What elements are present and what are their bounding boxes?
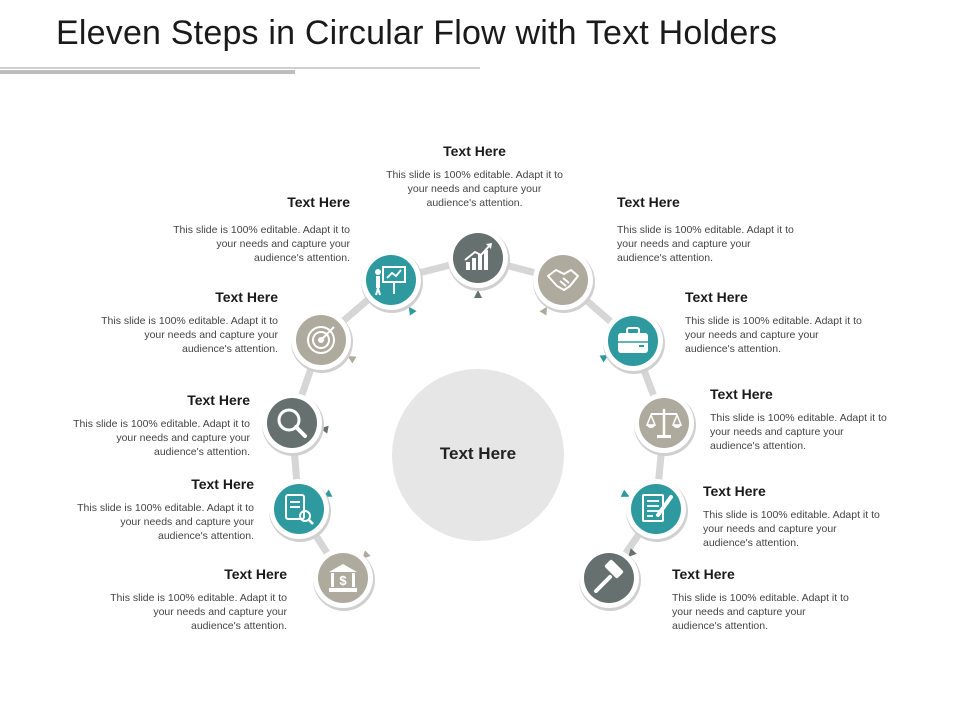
step-6-heading: Text Here bbox=[443, 143, 506, 159]
flow-arrow bbox=[474, 290, 482, 298]
flow-arrow bbox=[599, 355, 609, 363]
center-hub-label: Text Here bbox=[439, 444, 517, 463]
flow-arrow bbox=[539, 306, 548, 316]
step-1-node: $ bbox=[313, 548, 375, 611]
step-6-description: This slide is 100% editable. Adapt it to… bbox=[386, 169, 563, 209]
flow-arrow bbox=[408, 306, 417, 316]
handshake-icon bbox=[547, 269, 579, 291]
bank-icon: $ bbox=[329, 564, 357, 592]
step-2-text: Text Here This slide is 100% editable. A… bbox=[69, 476, 254, 543]
step-8-node bbox=[603, 311, 665, 374]
step-7-node bbox=[533, 250, 595, 313]
step-1-heading: Text Here bbox=[224, 566, 287, 582]
step-3-text: Text Here This slide is 100% editable. A… bbox=[65, 392, 250, 459]
step-3-node bbox=[262, 393, 324, 456]
step-11-heading: Text Here bbox=[672, 566, 735, 582]
contract-signing-icon bbox=[642, 494, 673, 522]
gavel-icon bbox=[594, 559, 624, 593]
step-11-description: This slide is 100% editable. Adapt it to… bbox=[672, 592, 849, 632]
growth-chart-icon bbox=[464, 243, 492, 270]
step-8-text: Text Here This slide is 100% editable. A… bbox=[685, 289, 870, 356]
step-2-description: This slide is 100% editable. Adapt it to… bbox=[77, 502, 254, 542]
step-5-node bbox=[361, 250, 423, 313]
magnifier-icon bbox=[277, 408, 307, 438]
document-search-icon bbox=[285, 494, 314, 525]
step-5-heading: Text Here bbox=[287, 194, 350, 210]
step-10-text: Text Here This slide is 100% editable. A… bbox=[703, 483, 888, 550]
step-5-description: This slide is 100% editable. Adapt it to… bbox=[173, 224, 350, 264]
page-title: Eleven Steps in Circular Flow with Text … bbox=[56, 14, 778, 52]
briefcase-icon bbox=[618, 327, 648, 353]
step-3-description: This slide is 100% editable. Adapt it to… bbox=[73, 418, 250, 458]
flow-arrow bbox=[628, 548, 637, 557]
presentation-icon bbox=[375, 266, 406, 296]
step-5-text: Text Here This slide is 100% editable. A… bbox=[165, 194, 350, 265]
target-icon bbox=[307, 326, 335, 354]
step-9-heading: Text Here bbox=[710, 386, 773, 402]
flow-arrow bbox=[347, 355, 357, 364]
step-7-description: This slide is 100% editable. Adapt it to… bbox=[617, 224, 794, 264]
step-9-description: This slide is 100% editable. Adapt it to… bbox=[710, 412, 887, 452]
step-4-heading: Text Here bbox=[215, 289, 278, 305]
step-8-description: This slide is 100% editable. Adapt it to… bbox=[685, 315, 862, 355]
step-9-text: Text Here This slide is 100% editable. A… bbox=[710, 386, 895, 453]
step-4-text: Text Here This slide is 100% editable. A… bbox=[93, 289, 278, 356]
scales-icon bbox=[645, 409, 683, 438]
step-1-text: Text Here This slide is 100% editable. A… bbox=[102, 566, 287, 633]
step-6-text: Text Here This slide is 100% editable. A… bbox=[382, 143, 567, 210]
step-10-heading: Text Here bbox=[703, 483, 766, 499]
step-3-heading: Text Here bbox=[187, 392, 250, 408]
center-hub bbox=[392, 369, 564, 541]
step-2-heading: Text Here bbox=[191, 476, 254, 492]
step-10-description: This slide is 100% editable. Adapt it to… bbox=[703, 509, 880, 549]
step-7-text: Text Here This slide is 100% editable. A… bbox=[617, 194, 802, 265]
step-8-heading: Text Here bbox=[685, 289, 748, 305]
step-4-description: This slide is 100% editable. Adapt it to… bbox=[101, 315, 278, 355]
step-6-node bbox=[448, 228, 510, 291]
title-underline bbox=[0, 67, 480, 69]
step-11-text: Text Here This slide is 100% editable. A… bbox=[672, 566, 857, 633]
step-4-node bbox=[291, 310, 353, 373]
step-10-node bbox=[626, 479, 688, 542]
flow-arrow bbox=[620, 489, 630, 497]
title-underline-accent bbox=[0, 70, 295, 74]
step-2-node bbox=[269, 479, 331, 542]
step-7-heading: Text Here bbox=[617, 194, 680, 210]
step-11-node bbox=[579, 548, 641, 611]
svg-text:$: $ bbox=[339, 573, 347, 588]
step-1-description: This slide is 100% editable. Adapt it to… bbox=[110, 592, 287, 632]
step-9-node bbox=[634, 393, 696, 456]
